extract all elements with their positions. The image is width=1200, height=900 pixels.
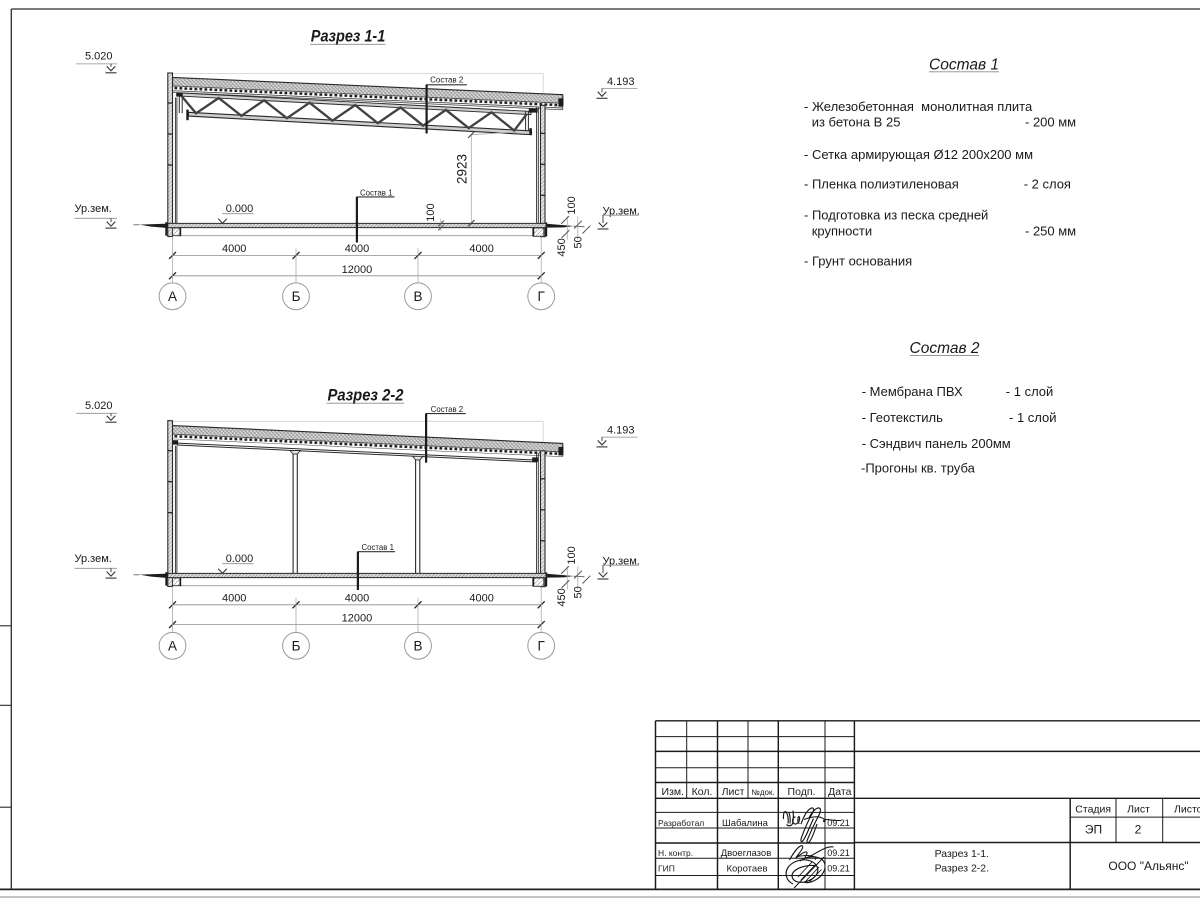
svg-text:- Мембрана ПВХ: - Мембрана ПВХ (862, 384, 963, 399)
svg-text:- 250 мм: - 250 мм (1025, 224, 1076, 239)
svg-text:- 200 мм: - 200 мм (1025, 115, 1076, 130)
svg-text:из бетона В 25: из бетона В 25 (812, 115, 901, 130)
svg-text:Стадия: Стадия (1075, 803, 1111, 815)
svg-text:Состав 2: Состав 2 (431, 404, 463, 414)
svg-text:450: 450 (556, 238, 568, 256)
svg-text:50: 50 (573, 586, 585, 598)
svg-text:ГИП: ГИП (658, 864, 675, 874)
svg-text:09.21: 09.21 (827, 818, 850, 828)
svg-text:Состав 2: Состав 2 (910, 340, 980, 357)
svg-text:№док.: №док. (751, 788, 774, 797)
svg-text:4000: 4000 (345, 243, 369, 255)
svg-text:ООО "Альянс": ООО "Альянс" (1108, 859, 1188, 873)
svg-text:Б: Б (292, 639, 301, 654)
svg-text:Дата: Дата (828, 786, 851, 798)
svg-text:Ур.зем.: Ур.зем. (603, 205, 640, 217)
svg-text:Состав 1: Состав 1 (362, 542, 395, 552)
svg-text:Состав 2: Состав 2 (430, 74, 463, 84)
svg-text:0.000: 0.000 (226, 553, 254, 565)
svg-text:2: 2 (1135, 823, 1142, 837)
svg-text:100: 100 (566, 546, 578, 564)
svg-text:В: В (413, 639, 422, 654)
svg-text:Подп.: Подп. (788, 786, 816, 798)
svg-text:100: 100 (566, 196, 578, 214)
svg-text:- Сетка армирующая Ø12 200х200: - Сетка армирующая Ø12 200х200 мм (804, 147, 1033, 162)
svg-text:Разрез 2-2: Разрез 2-2 (328, 385, 404, 404)
svg-text:50: 50 (573, 236, 585, 248)
svg-text:-Прогоны кв. труба: -Прогоны кв. труба (861, 461, 976, 476)
svg-text:Разрез 1-1.: Разрез 1-1. (935, 848, 989, 860)
svg-text:4000: 4000 (345, 593, 369, 605)
svg-text:Разработал: Разработал (658, 818, 704, 828)
svg-text:- Подготовка из песка средней: - Подготовка из песка средней (804, 207, 988, 222)
svg-text:ЭП: ЭП (1085, 823, 1102, 837)
svg-text:- 1 слой: - 1 слой (1006, 384, 1054, 399)
svg-text:Разрез 1-1: Разрез 1-1 (311, 26, 386, 45)
svg-text:- Железобетонная монолитная п: - Железобетонная монолитная плита (804, 99, 1033, 114)
svg-text:4000: 4000 (222, 593, 246, 605)
svg-text:Ур.зем.: Ур.зем. (75, 203, 112, 215)
svg-text:А: А (168, 639, 177, 654)
svg-text:Г: Г (538, 289, 546, 304)
svg-text:Кол.: Кол. (692, 786, 713, 798)
svg-text:Ур.зем.: Ур.зем. (603, 555, 640, 567)
svg-text:В: В (413, 289, 422, 304)
svg-text:- Сэндвич панель 200мм: - Сэндвич панель 200мм (862, 436, 1011, 451)
svg-text:Ур.зем.: Ур.зем. (75, 553, 112, 565)
svg-text:Двоеглазов: Двоеглазов (721, 848, 772, 859)
svg-text:- Грунт основания: - Грунт основания (804, 253, 912, 268)
svg-text:12000: 12000 (342, 613, 373, 625)
svg-text:- Пленка полиэтиленовая: - Пленка полиэтиленовая (804, 177, 959, 192)
svg-text:Состав 1: Состав 1 (360, 187, 393, 197)
svg-text:Изм.: Изм. (662, 786, 685, 798)
svg-text:4000: 4000 (469, 243, 493, 255)
svg-text:0.000: 0.000 (226, 203, 254, 215)
svg-text:крупности: крупности (812, 224, 872, 239)
svg-text:4000: 4000 (222, 243, 246, 255)
svg-text:2923: 2923 (455, 154, 470, 184)
svg-text:Коротаев: Коротаев (726, 864, 767, 875)
svg-text:- Геотекстиль: - Геотекстиль (862, 410, 943, 425)
svg-text:4.193: 4.193 (607, 76, 635, 88)
svg-text:Шабалина: Шабалина (722, 818, 769, 829)
svg-text:Лист: Лист (1127, 803, 1150, 815)
svg-text:450: 450 (556, 588, 568, 606)
svg-text:5.020: 5.020 (85, 51, 113, 63)
svg-text:- 2 слоя: - 2 слоя (1024, 177, 1071, 192)
svg-text:5.020: 5.020 (85, 400, 113, 412)
svg-text:Листов: Листов (1174, 803, 1200, 815)
svg-text:Н. контр.: Н. контр. (658, 848, 693, 858)
svg-text:12000: 12000 (342, 264, 373, 276)
svg-text:Лист: Лист (722, 786, 745, 798)
svg-text:Состав 1: Состав 1 (929, 56, 999, 73)
svg-text:Г: Г (538, 639, 546, 654)
svg-text:Разрез 2-2.: Разрез 2-2. (935, 862, 989, 874)
svg-text:4000: 4000 (469, 593, 493, 605)
svg-text:4.193: 4.193 (607, 425, 635, 437)
svg-text:09.21: 09.21 (827, 848, 850, 858)
svg-text:100: 100 (425, 203, 437, 221)
svg-text:09.21: 09.21 (827, 864, 850, 874)
svg-text:- 1 слой: - 1 слой (1009, 410, 1057, 425)
svg-text:Б: Б (292, 289, 301, 304)
svg-text:А: А (168, 289, 177, 304)
